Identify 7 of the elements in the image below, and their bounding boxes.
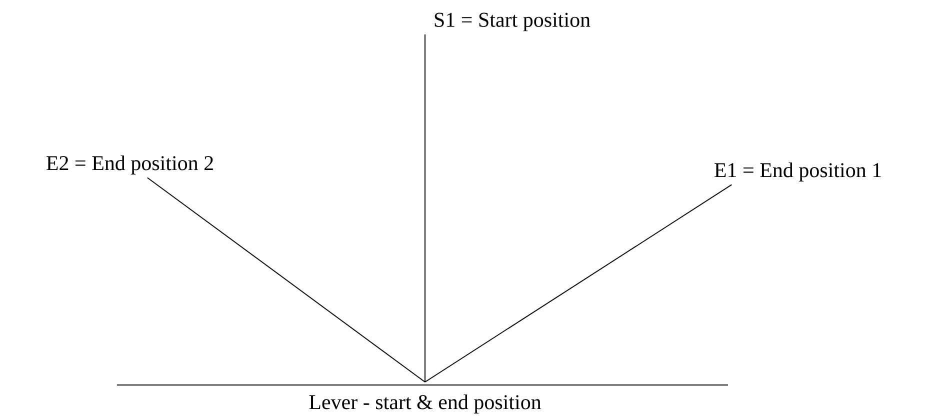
position-label: S1 = Start position bbox=[434, 12, 590, 32]
caption: Lever - start & end position bbox=[309, 394, 542, 414]
position-label: E1 = End position 1 bbox=[714, 162, 881, 182]
lever-line bbox=[424, 184, 732, 382]
lever-line bbox=[146, 177, 426, 382]
position-label: E2 = End position 2 bbox=[46, 155, 213, 175]
lever-line bbox=[424, 34, 426, 382]
